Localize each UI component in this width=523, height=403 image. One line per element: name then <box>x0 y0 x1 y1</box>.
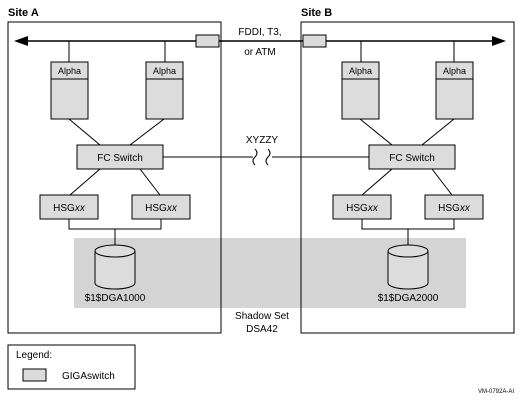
svg-text:HSGxx: HSGxx <box>438 203 471 214</box>
alpha-label: Alpha <box>153 66 176 76</box>
alpha-node-b1: Alpha <box>341 61 380 120</box>
link-fc-b-hsg1 <box>361 168 393 196</box>
disk-a-label: $1$DGA1000 <box>85 293 146 304</box>
legend-box <box>7 344 136 390</box>
network-label-line1: FDDI, T3, <box>238 27 281 38</box>
link-alpha-b1-fc <box>359 118 393 146</box>
disk-a <box>94 244 136 290</box>
fc-switch-b <box>368 144 456 170</box>
backbone-arrow-right <box>492 36 506 46</box>
fc-switch-a-label: FC Switch <box>97 153 143 164</box>
network-label-line2: or ATM <box>244 47 275 58</box>
gigaswitch-a <box>195 34 220 48</box>
svg-text:HSGxx: HSGxx <box>346 203 379 214</box>
alpha-node-a2: Alpha <box>145 61 184 120</box>
hsg-controller-b2: HSGxx <box>424 194 484 220</box>
hsg-controller-a2: HSGxx <box>131 194 191 220</box>
alpha-label: Alpha <box>443 66 466 76</box>
link-alpha-a1-fc <box>68 118 101 146</box>
hsg-prefix: HSG <box>53 203 75 214</box>
link-break-mark <box>252 148 271 166</box>
fc-switch-b-label: FC Switch <box>389 153 435 164</box>
hsg-suffix: xx <box>74 203 86 214</box>
hsg-suffix: xx <box>166 203 178 214</box>
link-alpha-b2-fc <box>421 118 455 146</box>
site-b-box <box>300 21 515 334</box>
backbone-arrow-left <box>14 36 28 46</box>
legend-title: Legend: <box>16 350 52 361</box>
link-fc-a-hsg1 <box>69 168 101 196</box>
link-fc-a-hsg2 <box>139 168 161 196</box>
hsg-suffix: xx <box>459 203 471 214</box>
shadow-set-label-line2: DSA42 <box>246 324 278 335</box>
fc-switch-a <box>76 144 164 170</box>
link-alpha-a2-fc <box>129 118 165 146</box>
alpha-label: Alpha <box>58 66 81 76</box>
hsg-controller-a1: HSGxx <box>39 194 99 220</box>
legend-gigaswitch-swatch <box>22 368 47 382</box>
xyzzy-label: XYZZY <box>246 135 279 146</box>
alpha-node-a1: Alpha <box>50 61 89 120</box>
alpha-node-b2: Alpha <box>435 61 474 120</box>
legend-gigaswitch-label: GIGAswitch <box>62 371 115 382</box>
site-b-label: Site B <box>301 7 332 19</box>
svg-text:HSGxx: HSGxx <box>53 203 86 214</box>
alpha-label: Alpha <box>349 66 372 76</box>
hsg-prefix: HSG <box>346 203 368 214</box>
hsg-prefix: HSG <box>145 203 167 214</box>
hsg-suffix: xx <box>367 203 379 214</box>
site-a-box <box>7 21 222 334</box>
link-fc-b-hsg2 <box>431 168 453 196</box>
svg-text:HSGxx: HSGxx <box>145 203 178 214</box>
hsg-controller-b1: HSGxx <box>332 194 392 220</box>
disk-b <box>387 244 429 290</box>
hsg-prefix: HSG <box>438 203 460 214</box>
disk-b-label: $1$DGA2000 <box>378 293 439 304</box>
shadow-set-label-line1: Shadow Set <box>235 311 289 322</box>
figure-id: VM-0792A-AI <box>478 389 514 395</box>
site-a-label: Site A <box>8 7 39 19</box>
gigaswitch-b <box>302 34 327 48</box>
